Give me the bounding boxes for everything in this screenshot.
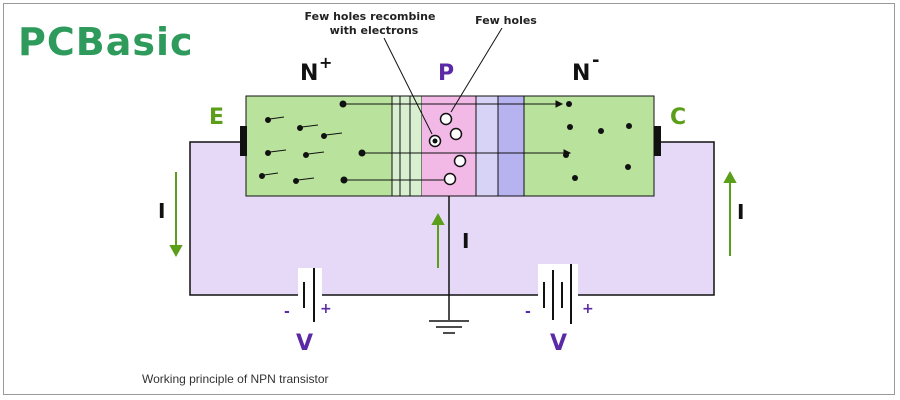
left-current-label: I — [158, 199, 165, 223]
recombined-electron — [432, 138, 438, 144]
pcbasic-logo: PCBasic — [18, 20, 194, 64]
few-holes-pointer — [450, 27, 503, 113]
collector-label: C — [670, 105, 686, 130]
emitter-contact — [240, 126, 247, 156]
left-battery-minus: - — [284, 304, 290, 320]
emitter-electrons — [259, 116, 343, 184]
recombine-annotation-line2: with electrons — [330, 24, 419, 37]
n-minus-label: N — [572, 61, 590, 86]
recombine-annotation-line1: Few holes recombine — [305, 10, 436, 23]
collector-depletion-zone — [476, 96, 498, 196]
right-battery-minus: - — [525, 304, 531, 320]
emitter-label: E — [209, 105, 224, 130]
left-battery-symbol — [298, 268, 322, 322]
holes — [428, 112, 467, 186]
right-battery-plus: + — [582, 301, 594, 317]
base-current-label: I — [462, 229, 469, 253]
right-current-arrow — [723, 170, 737, 256]
n-minus-superscript: - — [592, 50, 599, 71]
base-current-arrow — [431, 212, 445, 268]
figure-caption: Working principle of NPN transistor — [142, 372, 329, 386]
electron-tracks — [339, 100, 572, 184]
ground-symbol — [429, 320, 469, 334]
collector-electrons — [563, 101, 632, 181]
left-battery-voltage-label: V — [296, 331, 313, 356]
recombine-pointer — [383, 37, 433, 135]
left-battery-plus: + — [320, 301, 332, 317]
few-holes-annotation: Few holes — [475, 14, 537, 27]
p-label: P — [438, 61, 454, 86]
n-plus-label: N — [300, 61, 318, 86]
right-battery-symbol — [538, 264, 578, 324]
right-current-label: I — [737, 200, 744, 224]
image-frame — [3, 3, 895, 395]
collector-contact — [654, 126, 661, 156]
left-current-arrow — [169, 172, 183, 258]
n-plus-superscript: + — [319, 53, 332, 72]
emitter-depletion-zone — [392, 96, 422, 196]
right-battery-voltage-label: V — [550, 331, 567, 356]
